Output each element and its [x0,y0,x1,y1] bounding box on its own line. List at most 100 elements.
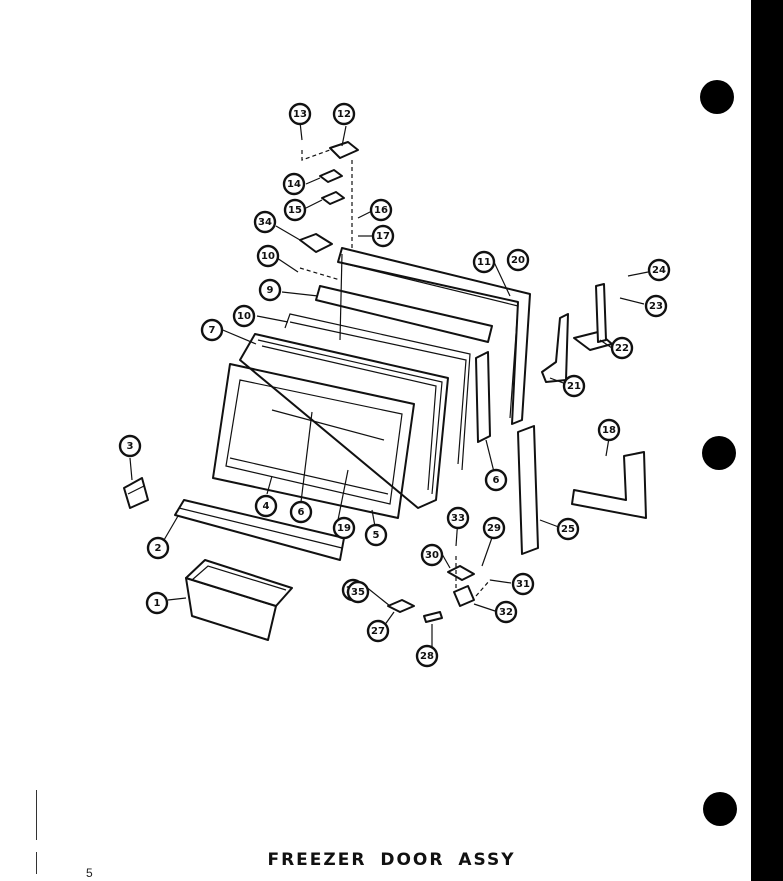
margin-rule [36,790,37,840]
callout-circle [371,224,395,248]
callout-24: 24 [647,258,671,282]
callout-label: 27 [371,626,385,637]
callout-label: 34 [258,217,272,228]
callout-33: 33 [446,506,470,530]
callout-circle [420,543,444,567]
callout-circle [288,102,312,126]
callout-label: 35 [351,587,365,598]
callout-31: 31 [511,572,535,596]
callout-19: 19 [332,516,356,540]
part-frame [284,313,471,471]
callout-1: 1 [145,591,169,615]
callout-5: 5 [364,523,388,547]
callout-11: 11 [472,250,496,274]
callout-circle [562,374,586,398]
part-outer-panel [337,247,531,425]
drawing-title: FREEZER DOOR ASSY [267,850,516,870]
callout-label: 9 [267,285,274,296]
callout-6: 6 [484,468,508,492]
callout-10: 10 [232,304,256,328]
part-lower-hinge [387,565,475,623]
callout-label: 7 [209,325,216,336]
callout-circle [446,506,470,530]
callout-label: 19 [337,523,351,534]
callout-25: 25 [556,517,580,541]
callout-label: 1 [154,598,161,609]
callout-circle [118,434,142,458]
callout-10: 10 [256,244,280,268]
part-hinge-bracket [541,283,613,383]
callout-circle [610,336,634,360]
callout-circle [556,517,580,541]
callout-circle [369,198,393,222]
callout-29: 29 [482,516,506,540]
callout-label: 6 [298,507,305,518]
callout-20: 20 [506,248,530,272]
callout-32: 32 [494,600,518,624]
callout-22: 22 [610,336,634,360]
callout-label: 5 [373,530,380,541]
callout-16: 16 [369,198,393,222]
callout-circle [253,210,277,234]
part-l-bracket [571,451,647,519]
callout-label: 25 [561,524,575,535]
callout-2: 2 [146,536,170,560]
punch-hole-bottom [703,792,737,826]
part-gasket-frame [239,333,449,509]
callout-13: 13 [288,102,312,126]
callout-circle [644,294,668,318]
callout-17: 17 [371,224,395,248]
callout-circle [647,258,671,282]
callout-6: 6 [289,500,313,524]
callout-12: 12 [332,102,356,126]
callout-label: 10 [237,311,251,322]
callout-label: 30 [425,550,439,561]
callout-27: 27 [366,619,390,643]
part-side-strip [517,425,539,555]
callout-circle [332,516,356,540]
callout-34: 34 [253,210,277,234]
callout-circle [511,572,535,596]
callout-label: 14 [287,179,301,190]
callout-circle [506,248,530,272]
callout-circle [346,580,370,604]
callout-label: 3 [127,441,134,452]
callout-circle [484,468,508,492]
callout-circle [366,619,390,643]
callout-label: 15 [288,205,302,216]
punch-hole-top [700,80,734,114]
part-top-strip [315,285,493,343]
callout-9: 9 [258,278,282,302]
callout-4: 4 [254,494,278,518]
callout-14: 14 [282,172,306,196]
callout-label: 10 [261,251,275,262]
callout-circle [256,244,280,268]
callout-label: 2 [155,543,162,554]
callout-label: 18 [602,425,616,436]
callout-circle [146,536,170,560]
callout-circle [254,494,278,518]
callout-circle [282,172,306,196]
callout-30: 30 [420,543,444,567]
callout-23: 23 [644,294,668,318]
callout-28: 28 [415,644,439,668]
binding-edge [751,0,783,881]
punch-hole-middle [702,436,736,470]
callout-circle [200,318,224,342]
callout-circle [494,600,518,624]
callout-21: 21 [562,374,586,398]
callout-label: 23 [649,301,663,312]
callout-circle [283,198,307,222]
callout-label: 31 [516,579,530,590]
callout-label: 4 [263,501,270,512]
callout-circle [482,516,506,540]
callout-label: 20 [511,255,525,266]
callout-circle [364,523,388,547]
callout-35: 35 [346,580,370,604]
part-bin [185,559,293,641]
callout-label: 17 [376,231,390,242]
callout-label: 29 [487,523,501,534]
callout-label: 11 [477,257,491,268]
callout-label: 28 [420,651,434,662]
